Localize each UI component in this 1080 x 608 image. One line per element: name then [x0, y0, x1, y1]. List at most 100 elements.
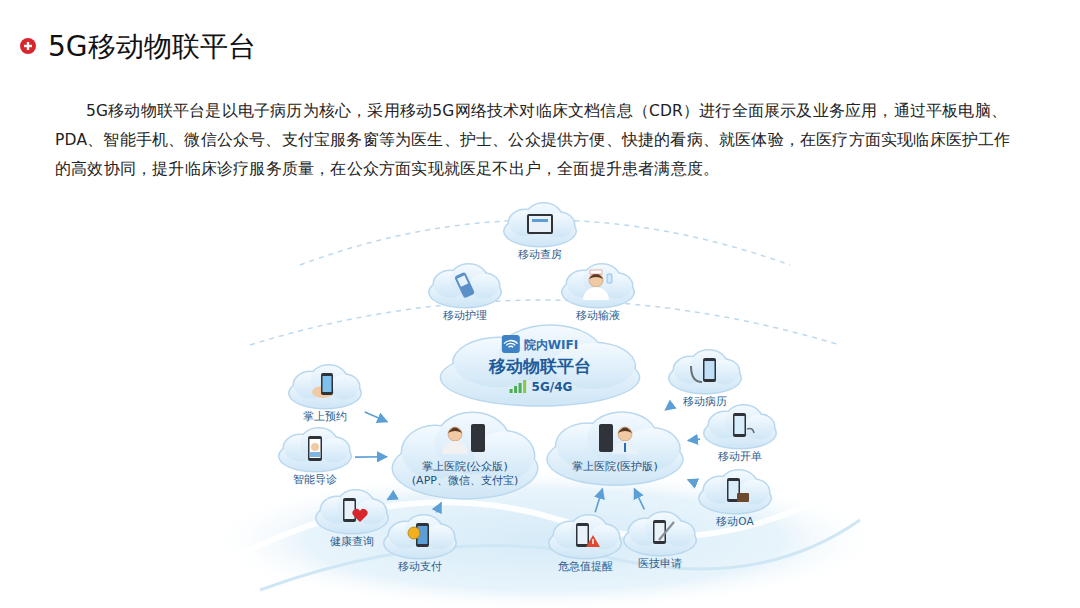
network-label: 5G/4G [508, 379, 573, 395]
infusion-bottle [607, 274, 612, 283]
cloud-shape [383, 515, 457, 559]
arrow-connector [595, 489, 602, 512]
cloud-outline [546, 411, 683, 486]
service-cloud: 医技申请 [623, 512, 697, 571]
chart-bar [532, 219, 548, 222]
icon [653, 520, 674, 544]
hub-cloud: 掌上医院(医护版) [545, 412, 685, 486]
icon [527, 214, 553, 234]
description-paragraph: 5G移动物联平台是以电子病历为核心，采用移动5G网络技术对临床文档信息（CDR）… [55, 97, 1017, 184]
cloud-outline [383, 514, 457, 560]
icon [727, 478, 749, 502]
cloud-fill [504, 203, 575, 246]
arrow-connector [436, 503, 441, 513]
swoosh [230, 470, 870, 560]
cloud-shape [315, 490, 389, 534]
signal-bar [523, 380, 526, 393]
cloud-fill [429, 264, 500, 307]
node-label: (APP、微信、支付宝) [390, 474, 540, 488]
service-cloud: 掌上预约 [288, 365, 362, 424]
icon [454, 272, 475, 299]
cloud-outline [315, 489, 389, 535]
cloud-shape [503, 203, 577, 247]
tie [624, 443, 626, 452]
arrow-connector [664, 409, 666, 411]
node-label: 移动病历 [668, 395, 742, 408]
plus-bar [27, 42, 29, 50]
cloud-shape [278, 428, 352, 472]
cloud-fill [704, 405, 775, 448]
icon [343, 498, 368, 522]
cloud-shape [561, 264, 635, 308]
title-icon [18, 36, 38, 56]
icon [599, 424, 638, 454]
phone-screen [601, 427, 612, 449]
cloud-fill [279, 428, 350, 471]
node-label: 掌上医院(公众版) [390, 460, 540, 474]
person-head [448, 427, 462, 441]
cloud-outline [561, 263, 635, 309]
tablet-body [527, 214, 553, 234]
cloud-outline [288, 364, 362, 410]
cloud-outline [703, 404, 777, 450]
doctor-coat [310, 452, 320, 457]
icon [691, 358, 716, 382]
phone-body [599, 424, 613, 452]
icon [312, 373, 334, 398]
stethoscope [691, 366, 702, 382]
phone-screen [473, 427, 484, 449]
cloud-shape [668, 350, 742, 394]
phone-screen [310, 439, 321, 458]
icon [583, 270, 612, 300]
phone-body [576, 523, 589, 547]
cloud-fill [669, 350, 740, 393]
node-label: 危急值提醒 [548, 560, 622, 573]
icon [308, 436, 322, 461]
service-cloud: 移动查房 [503, 203, 577, 262]
service-cloud: 移动开单 [703, 405, 777, 464]
briefcase [737, 493, 749, 502]
person-head [589, 273, 603, 287]
service-cloud: 智能导诊 [278, 428, 352, 487]
person-body [442, 441, 468, 454]
person-hair [589, 274, 603, 280]
phone-body [471, 424, 485, 452]
cloud-shape [698, 470, 772, 514]
cloud-fill [699, 470, 770, 513]
cloud-shape [548, 515, 622, 559]
person-hair [448, 428, 462, 434]
platform-title: 移动物联平台 [437, 353, 643, 379]
cloud-shape [703, 405, 777, 449]
tablet-screen [529, 216, 551, 232]
signal-bar [514, 386, 517, 393]
icon [442, 424, 485, 454]
arrow-connector [355, 456, 387, 458]
cloud-outline [548, 514, 622, 560]
cloud-outline [623, 511, 697, 557]
wifi-wave [504, 341, 518, 344]
arrow-connector [688, 480, 695, 483]
hub-cloud: 掌上医院(公众版)(APP、微信、支付宝) [390, 412, 540, 500]
cloud-fill [549, 515, 620, 558]
cloud-shape [428, 264, 502, 308]
arrow-connector [365, 412, 388, 422]
phone-body [308, 436, 322, 461]
cloud-outline [278, 427, 352, 473]
signal-bar [510, 389, 513, 393]
cloud-outline [698, 469, 772, 515]
signal-bar [519, 383, 522, 393]
cloud-outline [503, 202, 577, 248]
phone-screen [735, 416, 745, 434]
phone-screen [323, 376, 332, 392]
page-title: 5G移动物联平台 [48, 28, 256, 66]
node-label: 移动开单 [703, 450, 777, 463]
pda-screen [457, 275, 468, 287]
phone-body [733, 413, 746, 437]
person-body [583, 287, 609, 300]
phone-body [321, 373, 333, 395]
service-cloud: 移动支付 [383, 515, 457, 574]
node-label: 掌上预约 [288, 410, 362, 423]
